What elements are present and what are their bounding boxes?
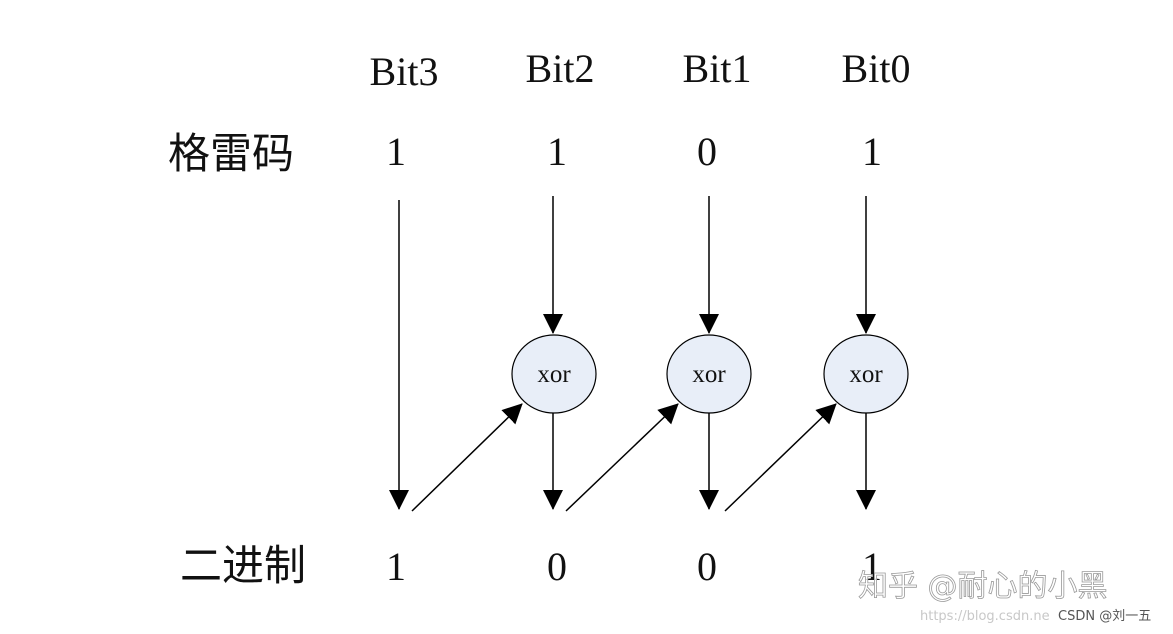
xor-gate-bit2-label: xor [537, 361, 571, 388]
gray-code-row-label: 格雷码 [168, 129, 294, 178]
binary3-to-xor2-arrow [411, 403, 523, 512]
xor-gate-bit2-circle [511, 334, 597, 414]
xor-gate-bit1: xor [666, 334, 752, 414]
gray-bit3-value: 1 [386, 129, 406, 174]
binary-bit2-value: 0 [547, 544, 567, 589]
blog-url-watermark: https://blog.csdn.ne [920, 609, 1050, 624]
xor-gate-bit2: xor [511, 334, 597, 414]
xor-gate-bit0-label: xor [849, 361, 883, 388]
gray-bit2-value: 1 [547, 129, 567, 174]
binary-bit3-value: 1 [386, 544, 406, 589]
arrows [389, 196, 876, 512]
xor-gate-bit0-circle [823, 334, 909, 414]
xor-gate-bit1-circle [666, 334, 752, 414]
binary1-to-xor0-arrow [724, 403, 837, 512]
binary2-to-xor1-arrow [565, 403, 679, 512]
xor-gate-bit1-label: xor [692, 361, 726, 388]
gray-bit1-value: 0 [697, 129, 717, 174]
xor-gate-bit0: xor [823, 334, 909, 414]
bit1-header: Bit1 [683, 46, 752, 91]
binary-bit1-value: 0 [697, 544, 717, 589]
binary-bit0-value: 1 [862, 544, 882, 589]
binary-row-label: 二进制 [180, 541, 306, 590]
bit3-header: Bit3 [370, 49, 439, 94]
bit0-header: Bit0 [842, 46, 911, 91]
bit2-header: Bit2 [526, 46, 595, 91]
gray-bit0-value: 1 [862, 129, 882, 174]
csdn-watermark: CSDN @刘一五 [1058, 609, 1151, 624]
zhihu-watermark: 知乎 @耐心的小黑 [858, 569, 1108, 604]
